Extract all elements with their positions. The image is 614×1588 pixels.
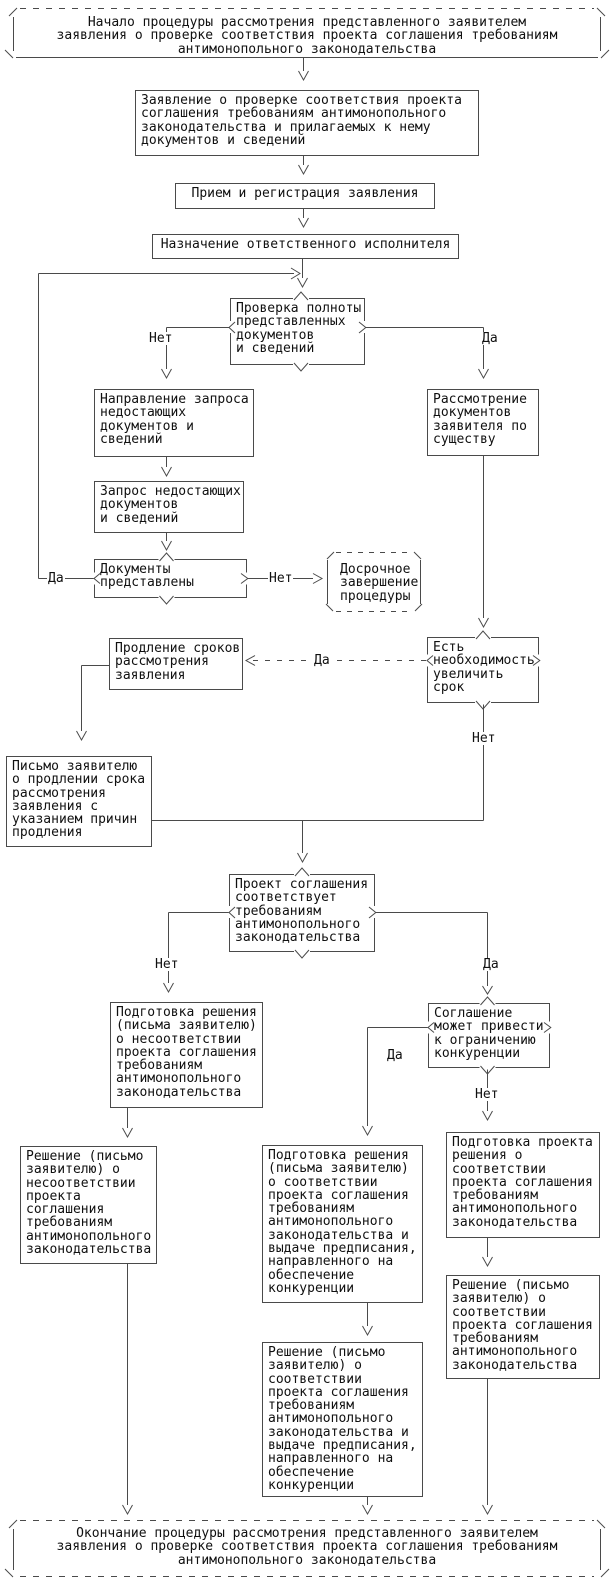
node-review-substance: Рассмотрение документов заявителя по сущ…	[427, 389, 539, 456]
branch-label-yes: Да	[47, 571, 65, 586]
node-assignment: Назначение ответственного исполнителя	[152, 234, 459, 259]
branch-label-no: Нет	[471, 731, 497, 746]
branch-label-no: Нет	[154, 957, 180, 972]
node-prep-nonconformity: Подготовка решения (письма заявителю) о …	[110, 1002, 263, 1108]
branch-label-no: Нет	[148, 331, 174, 346]
node-request-missing: Запрос недостающих документов и сведений	[94, 481, 244, 533]
branch-label-no: Нет	[474, 1087, 500, 1102]
branch-label-no: Нет	[268, 571, 294, 586]
terminator-start: Начало процедуры рассмотрения представле…	[56, 15, 558, 57]
node-application: Заявление о проверке соответствия проект…	[135, 90, 479, 156]
node-reception: Прием и регистрация заявления	[175, 183, 435, 209]
branch-label-yes: Да	[386, 1048, 404, 1063]
terminator-early-termination: Досрочное завершение процедуры	[340, 562, 419, 604]
decision-docs-submitted: Документы представлены	[94, 559, 247, 598]
branch-label-yes: Да	[481, 331, 499, 346]
branch-label-yes: Да	[313, 653, 331, 668]
node-extension: Продление сроков рассмотрения заявления	[109, 638, 243, 690]
node-decision-nonconformity: Решение (письмо заявителю) о несоответст…	[20, 1146, 157, 1264]
decision-may-restrict-competition: Соглашение может привести к ограничению …	[428, 1003, 550, 1068]
terminator-end: Окончание процедуры рассмотрения предста…	[56, 1526, 558, 1568]
branch-label-yes: Да	[482, 957, 500, 972]
node-prep-conformity: Подготовка проекта решения о соответстви…	[446, 1132, 600, 1238]
decision-need-extension: Есть необходимость увеличить срок	[427, 637, 539, 703]
decision-check-completeness: Проверка полноты представленных документ…	[230, 298, 365, 365]
node-prep-conformity-prescription: Подготовка решения (письма заявителю) о …	[262, 1145, 423, 1303]
node-decision-conformity: Решение (письмо заявителю) о соответстви…	[446, 1275, 600, 1379]
node-letter-extension: Письмо заявителю о продлении срока рассм…	[6, 756, 152, 847]
decision-project-conforms: Проект соглашения соответствует требован…	[229, 874, 375, 952]
node-decision-conformity-prescription: Решение (письмо заявителю) о соответстви…	[262, 1342, 423, 1497]
node-send-request: Направление запроса недостающих документ…	[94, 389, 254, 457]
